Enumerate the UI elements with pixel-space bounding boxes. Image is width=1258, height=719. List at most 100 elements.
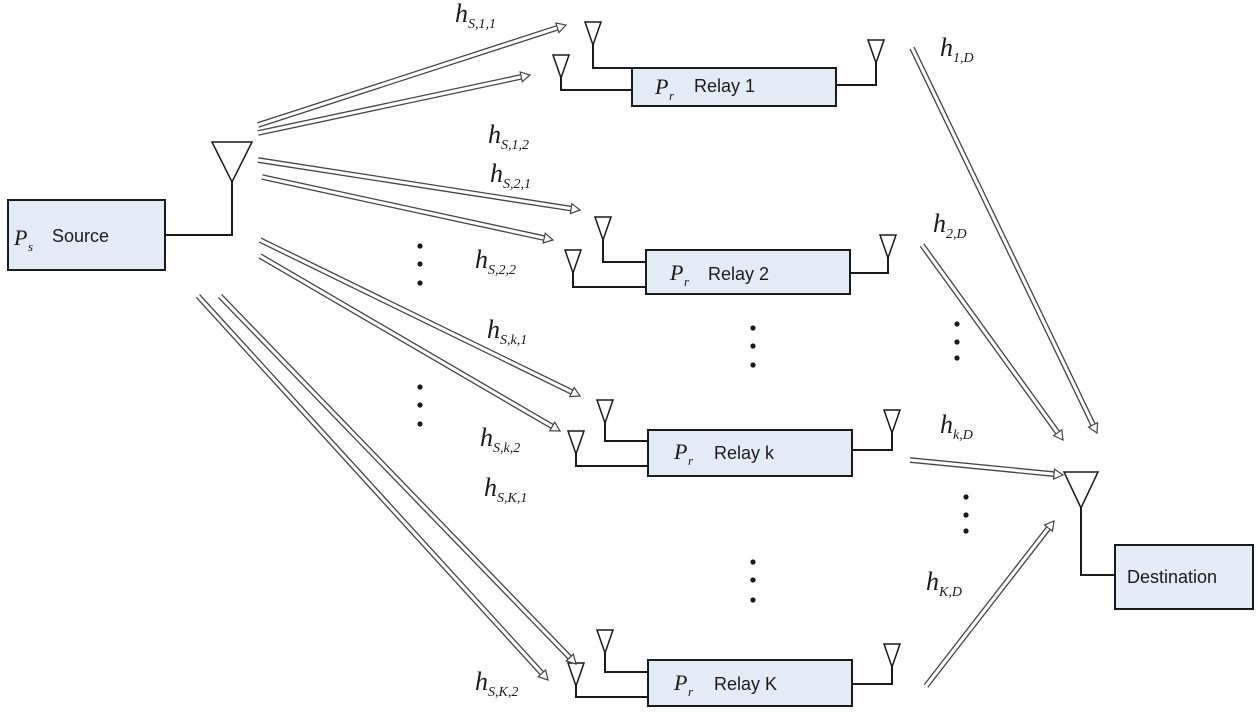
channel-label-s11: hS,1,1	[455, 0, 496, 32]
link-line	[257, 25, 557, 124]
link-2d	[919, 243, 1064, 442]
link-line	[260, 237, 574, 391]
ellipsis-relays-upper	[750, 325, 756, 368]
link-line	[919, 245, 1057, 435]
destination-feed-wire	[1080, 500, 1115, 576]
source-feed-wire	[165, 162, 233, 236]
ellipsis-dest-lower	[963, 494, 969, 534]
ellipsis-relays-lower	[750, 559, 756, 603]
ellipsis-dot	[417, 421, 423, 427]
relay-2-rx-antenna-icon	[593, 216, 613, 243]
link-s22	[261, 174, 555, 244]
channel-label-Kd: hK,D	[926, 567, 962, 600]
relay-k-rx-antenna-icon	[595, 399, 615, 426]
relay-k-label: Relay k	[714, 443, 775, 463]
channel-subscript: S,K,2	[488, 685, 518, 700]
channel-label-sK1: hS,K,1	[484, 473, 527, 506]
arrowhead-icon	[568, 386, 582, 398]
relay-K-power-symbol: P	[673, 670, 687, 695]
channel-subscript: k,D	[953, 428, 973, 443]
destination-box	[1114, 544, 1254, 610]
relay-k-rx-wire-1	[604, 410, 648, 442]
relay-k-box	[647, 429, 853, 477]
link-line	[909, 461, 1054, 477]
arrowhead-icon	[542, 232, 555, 244]
channel-h-symbol: h	[940, 410, 953, 439]
ellipsis-dot	[963, 512, 969, 518]
relay-2-rx-wire-2	[572, 265, 646, 288]
ellipsis-dot	[417, 384, 423, 390]
ellipsis-dot	[963, 528, 969, 534]
channel-subscript: S,k,2	[493, 441, 520, 456]
destination-antenna-icon	[1062, 471, 1100, 510]
channel-label-sK2: hS,K,2	[475, 667, 518, 700]
ellipsis-dot	[954, 321, 960, 327]
relay-K-rx-wire-2	[575, 678, 648, 698]
arrowhead-icon	[1043, 520, 1055, 533]
link-sk2	[258, 253, 562, 432]
relay-2-power-symbol: P	[669, 260, 683, 285]
source-node: P s Source	[7, 141, 254, 271]
ellipsis-dot	[963, 494, 969, 500]
channel-label-1d: h1,D	[940, 33, 974, 66]
ellipsis-dot	[417, 402, 423, 408]
relay-1-tx-wire	[836, 55, 877, 86]
channel-h-symbol: h	[484, 473, 497, 502]
link-line	[258, 29, 559, 128]
channel-subscript: 2,D	[946, 227, 967, 242]
relay-k-node: P r Relay k	[566, 399, 902, 477]
channel-h-symbol: h	[926, 567, 939, 596]
link-line	[257, 161, 571, 212]
arrowhead-icon	[519, 71, 532, 83]
link-line	[910, 457, 1055, 473]
link-line	[261, 178, 544, 241]
channel-h-symbol: h	[488, 120, 501, 149]
relay-k-power-subscript: r	[688, 453, 694, 468]
ellipsis-dot	[417, 280, 423, 286]
link-line	[258, 157, 572, 208]
channel-label-sk2: hS,k,2	[480, 423, 520, 456]
ellipsis-dot	[750, 343, 756, 349]
channel-h-symbol: h	[475, 667, 488, 696]
channel-label-s21: hS,2,1	[490, 159, 531, 192]
ellipsis-dots	[417, 243, 969, 603]
link-line	[909, 48, 1092, 427]
channel-h-symbol: h	[940, 33, 953, 62]
channel-h-symbol: h	[480, 423, 493, 452]
link-line	[258, 241, 572, 395]
link-line	[923, 526, 1048, 686]
ellipsis-dot	[750, 597, 756, 603]
source-box	[7, 199, 166, 271]
ellipsis-dot	[954, 355, 960, 361]
ellipsis-source-upper	[417, 243, 423, 286]
relay-K-label: Relay K	[714, 674, 777, 694]
arrowhead-icon	[1087, 421, 1099, 435]
link-sK2	[195, 294, 549, 681]
relay-K-node: P r Relay K	[566, 629, 902, 707]
link-line	[258, 78, 522, 136]
relay-1-rx-antenna-icon	[583, 21, 603, 48]
source-power-symbol: P	[13, 225, 27, 250]
channel-h-symbol: h	[475, 245, 488, 274]
channel-label-s22: hS,2,2	[475, 245, 516, 278]
link-line	[221, 294, 572, 657]
link-s21	[257, 157, 582, 215]
relay-K-power-subscript: r	[688, 684, 694, 699]
ellipsis-dot	[954, 339, 960, 345]
channel-h-symbol: h	[455, 0, 468, 28]
relay-k-rx-antenna-icon	[566, 430, 586, 457]
ellipsis-dot	[750, 325, 756, 331]
relay-k-power-symbol: P	[673, 439, 687, 464]
channel-links	[195, 22, 1099, 688]
channel-subscript: S,2,1	[503, 177, 531, 192]
link-line	[923, 243, 1061, 432]
destination-label: Destination	[1127, 567, 1217, 587]
channel-subscript: S,K,1	[497, 491, 527, 506]
relay-1-box	[631, 67, 837, 107]
relay-1-tx-antenna-icon	[866, 39, 886, 66]
channel-h-symbol: h	[487, 315, 500, 344]
channel-label-sk1: hS,k,1	[487, 315, 527, 348]
relay-K-rx-wire-1	[604, 640, 648, 673]
